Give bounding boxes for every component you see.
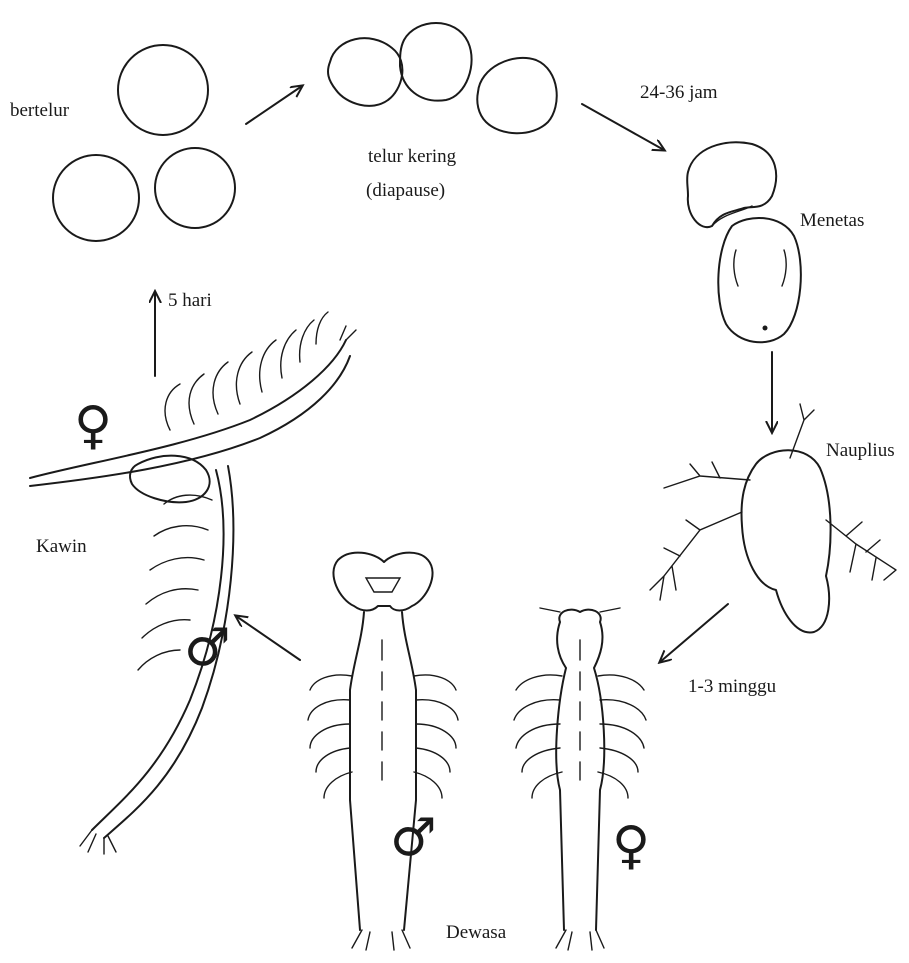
- female-tail-furca: [556, 930, 604, 950]
- label-kawin: Kawin: [36, 536, 87, 558]
- embryo-folds: [734, 250, 786, 286]
- nauplius-antenna-right: [826, 520, 896, 580]
- label-24-36-jam: 24-36 jam: [640, 82, 718, 104]
- label-5-hari: 5 hari: [168, 290, 212, 312]
- cyst-shell: [687, 142, 776, 227]
- nauplius-larva: [650, 404, 896, 632]
- nauplius-antenna-left-upper: [664, 462, 750, 488]
- nauplius-antenna-left-lower: [650, 512, 742, 600]
- male-symbol-mating: ♂: [184, 622, 231, 674]
- arrow-to-hatching: [582, 104, 664, 150]
- dried-egg-2: [400, 23, 472, 101]
- male-body-outline: [350, 612, 416, 930]
- nauplius-body: [742, 450, 831, 632]
- egg-3: [155, 148, 235, 228]
- female-symbol-adult: ♀: [612, 820, 650, 872]
- dried-eggs: [328, 23, 557, 133]
- egg-1: [118, 45, 208, 135]
- cycle-arrows: [155, 86, 772, 662]
- shell-crack: [712, 206, 752, 226]
- label-telur-kering: telur kering: [368, 146, 456, 168]
- male-mating-furca: [80, 830, 116, 854]
- emerging-embryo: [718, 218, 801, 342]
- embryo-eyespot: [763, 326, 768, 331]
- male-tail-furca: [352, 930, 410, 950]
- arrow-to-adult: [660, 604, 728, 662]
- mating-pair: [30, 312, 356, 854]
- male-legs: [308, 675, 458, 798]
- dried-egg-3: [477, 58, 556, 133]
- hatching-cyst: [687, 142, 801, 342]
- nauplius-antennule: [790, 404, 814, 458]
- male-claspers: [333, 553, 432, 611]
- arrow-to-dried-eggs: [246, 86, 302, 124]
- male-symbol-adult: ♂: [390, 812, 437, 864]
- female-symbol-mating: ♀: [74, 400, 112, 452]
- label-bertelur: bertelur: [10, 100, 69, 122]
- label-dewasa: Dewasa: [446, 922, 506, 944]
- arrow-to-mating: [236, 616, 300, 660]
- dried-egg-1: [328, 38, 402, 106]
- label-menetas: Menetas: [800, 210, 864, 232]
- label-diapause: (diapause): [366, 180, 445, 202]
- egg-2: [53, 155, 139, 241]
- label-1-3-minggu: 1-3 minggu: [688, 676, 776, 698]
- label-nauplius: Nauplius: [826, 440, 895, 462]
- male-head: [366, 578, 400, 592]
- laid-eggs: [53, 45, 235, 241]
- adult-male: [308, 553, 458, 950]
- adult-female: [514, 608, 646, 950]
- female-mating-antennae: [340, 326, 356, 340]
